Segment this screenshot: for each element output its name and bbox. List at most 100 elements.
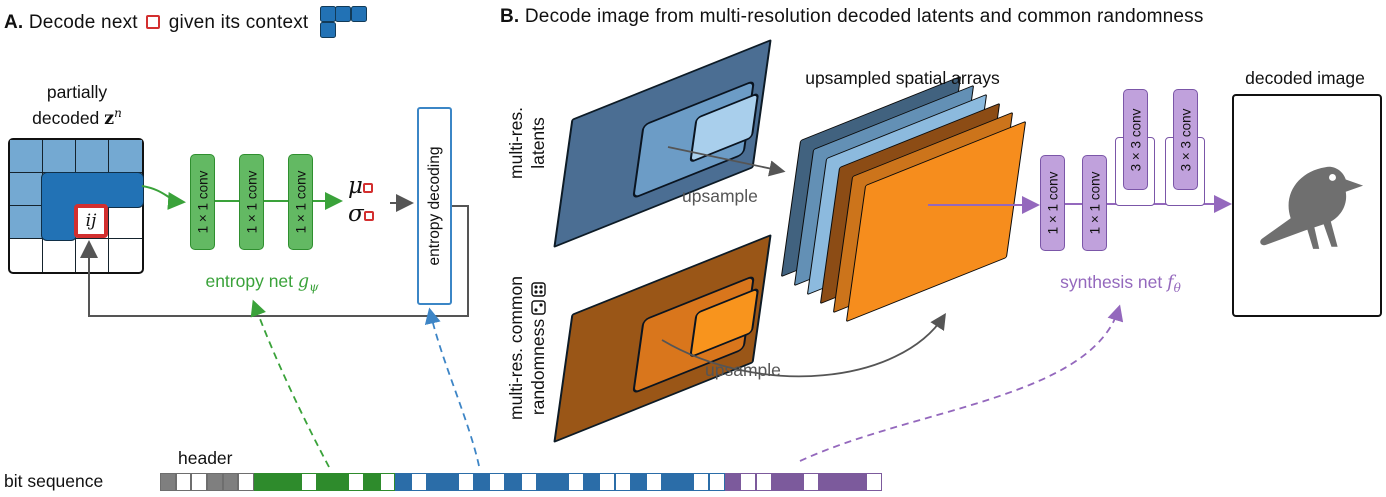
- bit-cell-blue: [489, 473, 506, 491]
- multi-res-randomness-grid: [553, 233, 772, 444]
- entropy-decoding-label: entropy decoding: [425, 146, 443, 266]
- crow-icon: [1260, 166, 1364, 249]
- synthesis-conv-3x3-2: 3 × 3 conv: [1173, 89, 1198, 190]
- grid-label-line1: partially: [46, 82, 108, 102]
- bit-cell-blue: [395, 473, 411, 491]
- entropy-net-label: entropy net gψ: [172, 271, 352, 294]
- panel-a-title-text1: Decode next: [28, 12, 138, 33]
- mu-sigma-outputs: μ σ: [348, 172, 374, 228]
- f-symbol: f: [1167, 273, 1174, 293]
- panel-b-title-prefix: B.: [500, 6, 520, 27]
- synthesis-conv-3x3-1: 3 × 3 conv: [1123, 89, 1148, 190]
- synthesis-conv-2: 1 × 1 conv: [1082, 155, 1107, 251]
- f-subscript: θ: [1173, 281, 1181, 295]
- bit-cell-blue: [473, 473, 490, 491]
- stack-title: upsampled spatial arrays: [805, 68, 1000, 88]
- bit-cell-blue: [567, 473, 584, 491]
- header-label: header: [178, 448, 233, 468]
- bit-cell-purple: [865, 473, 882, 491]
- bit-cell-blue: [646, 473, 662, 491]
- sigma-symbol: σ: [348, 201, 364, 227]
- g-subscript: ψ: [309, 280, 319, 294]
- partially-decoded-label: partially decoded zn: [14, 82, 140, 130]
- context-region-bottom: [41, 205, 77, 241]
- multi-res-latents-grid: [553, 38, 772, 249]
- synthesis-conv-1: 1 × 1 conv: [1040, 155, 1065, 251]
- bit-cell-blue: [709, 473, 725, 491]
- bit-cell-blue: [458, 473, 474, 491]
- bit-cell-green: [332, 473, 349, 491]
- bit-cell-purple: [834, 473, 851, 491]
- bit-cell-gray: [222, 473, 239, 491]
- randomness-label-line2: randomness: [528, 318, 548, 416]
- red-square-icon: [363, 211, 374, 221]
- randomness-label-line1: multi-res. common: [506, 276, 526, 420]
- upsample-label-randomness: upsample: [705, 360, 781, 380]
- decoded-image-title: decoded image: [1245, 68, 1365, 88]
- context-to-conv-arrow: [141, 185, 186, 210]
- conv-label: 1 × 1 conv: [1045, 171, 1060, 235]
- entropy-feedback-line: [80, 205, 469, 317]
- bit-cell-gray: [191, 473, 208, 491]
- bit-cell-blue: [426, 473, 443, 491]
- entropy-conv-1: 1 × 1 conv: [190, 154, 215, 250]
- red-square-icon: [146, 15, 161, 29]
- bits-to-entropy-net-dashed: [250, 299, 330, 468]
- multi-res-randomness-label: multi-res. common randomness: [505, 238, 549, 458]
- bit-cell-blue: [505, 473, 521, 491]
- grid-label-line2: decoded: [32, 107, 100, 128]
- bit-cell-blue: [630, 473, 647, 491]
- decoded-image-box: [1232, 94, 1382, 317]
- red-square-icon: [362, 183, 373, 193]
- g-symbol: g: [297, 272, 310, 292]
- bit-sequence-label: bit sequence: [4, 471, 104, 491]
- synthesis-net-text: synthesis net: [1060, 272, 1163, 292]
- panel-b-title: B. Decode image from multi-resolution de…: [500, 6, 1204, 28]
- conv-label: 1 × 1 conv: [195, 170, 210, 234]
- bit-cell-blue: [583, 473, 600, 491]
- conv-label: 3 × 3 conv: [1178, 108, 1193, 171]
- bit-cell-purple: [771, 473, 788, 491]
- bit-cell-blue: [599, 473, 615, 491]
- context-block-icon: [319, 6, 368, 38]
- bit-cell-green: [269, 473, 286, 491]
- conv-label: 1 × 1 conv: [244, 170, 259, 234]
- entropy-conv-2: 1 × 1 conv: [239, 154, 264, 250]
- conv-label: 1 × 1 conv: [1087, 171, 1102, 235]
- bit-sequence-strip: [160, 473, 882, 491]
- bit-cell-purple: [740, 473, 757, 491]
- multi-res-latents-label: multi-res. latents: [505, 48, 549, 238]
- bit-cell-gray: [238, 473, 255, 491]
- latents-label-line2: latents: [528, 117, 548, 169]
- bit-cell-green: [254, 473, 270, 491]
- synthesis-net-label: synthesis net fθ: [1033, 272, 1208, 295]
- dice-icon: [531, 282, 546, 315]
- bit-cell-gray: [175, 473, 192, 491]
- ij-cell: ij: [74, 204, 108, 238]
- bits-to-synthesis-dashed: [799, 304, 1124, 462]
- bit-cell-green: [316, 473, 333, 491]
- bit-cell-blue: [662, 473, 678, 491]
- latents-label-line1: multi-res.: [506, 107, 526, 179]
- bit-cell-blue: [442, 473, 459, 491]
- panel-a-title-text2: given its context: [168, 12, 309, 33]
- bit-cell-purple: [787, 473, 804, 491]
- bit-cell-blue: [614, 473, 631, 491]
- bit-cell-green: [379, 473, 396, 491]
- bit-cell-gray: [160, 473, 176, 491]
- conv-label: 1 × 1 conv: [293, 170, 308, 234]
- bits-to-entropy-decoding-dashed: [424, 307, 480, 467]
- bit-cell-green: [348, 473, 364, 491]
- upsample-label-latents: upsample: [682, 186, 758, 206]
- bit-cell-purple: [756, 473, 772, 491]
- mu-symbol: μ: [348, 173, 363, 199]
- bit-cell-blue: [693, 473, 710, 491]
- bit-cell-green: [363, 473, 380, 491]
- bit-cell-green: [285, 473, 302, 491]
- bit-cell-blue: [677, 473, 694, 491]
- conv-label: 3 × 3 conv: [1128, 108, 1143, 171]
- z-symbol: z: [104, 108, 115, 129]
- bit-cell-blue: [411, 473, 427, 491]
- panel-a-title: A. Decode next given its context: [4, 6, 368, 38]
